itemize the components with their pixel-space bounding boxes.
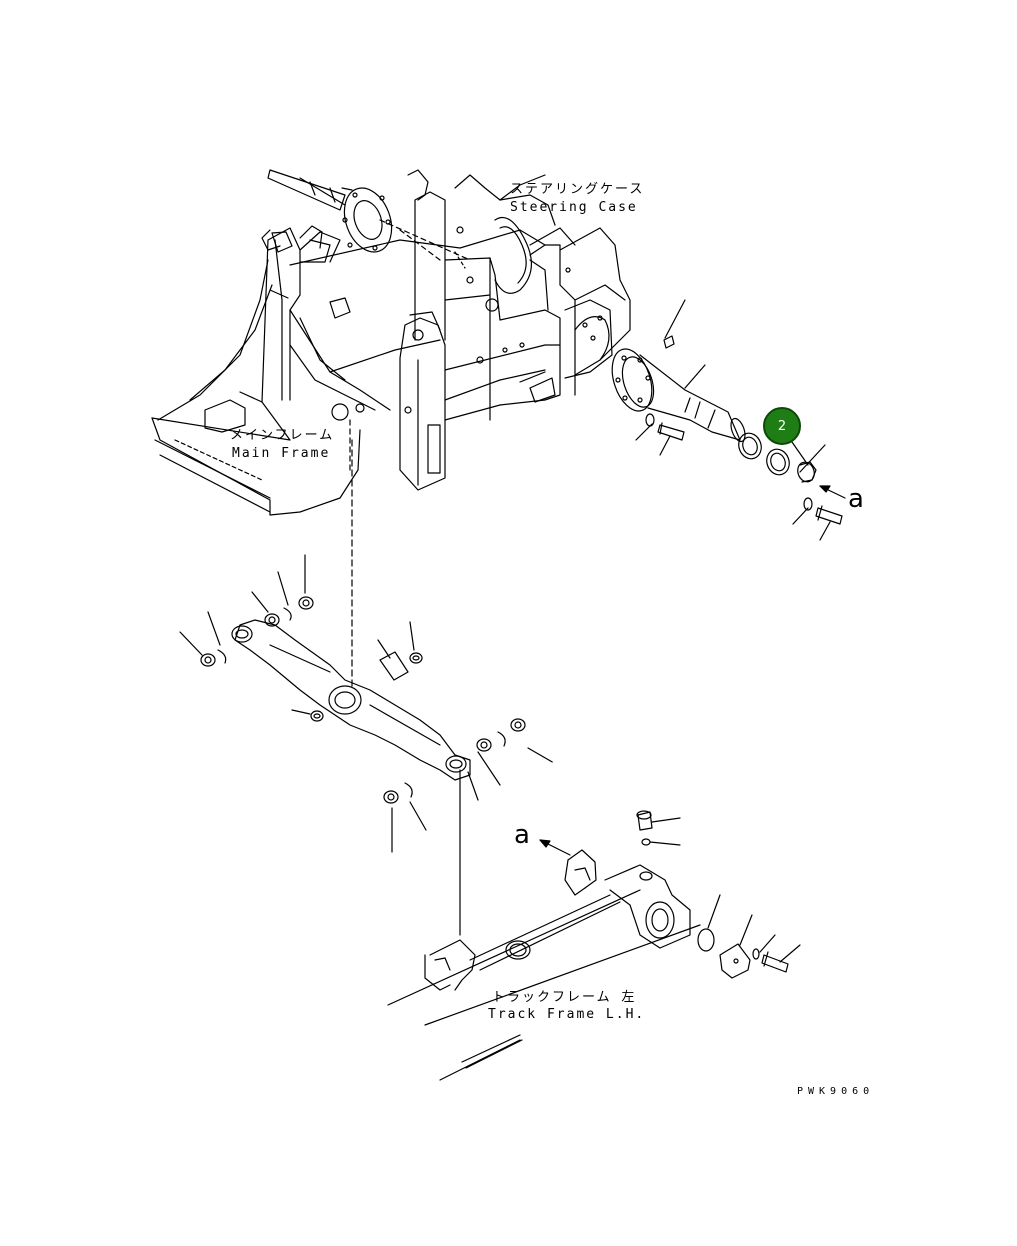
steering-case-label-jp: ステアリングケース (510, 182, 645, 197)
drawing-code: PWK9060 (797, 1086, 875, 1097)
equalizer-bar (179, 554, 553, 853)
main-frame (151, 169, 631, 516)
track-frame (387, 810, 801, 1081)
right-spindle-assembly (611, 299, 846, 541)
track-frame-label-jp: トラックフレーム 左 (492, 990, 637, 1005)
left-spindle (267, 169, 393, 253)
arrow-a-upper-label: a (848, 484, 864, 514)
main-frame-label-en: Main Frame (232, 446, 331, 461)
main-frame-label-jp: メインフレーム (230, 428, 335, 443)
arrow-a-lower-label: a (514, 820, 530, 850)
part-callout-badge[interactable]: 2 (763, 407, 801, 445)
steering-case-label-en: Steering Case (510, 200, 638, 215)
track-frame-label-en: Track Frame L.H. (488, 1007, 646, 1022)
